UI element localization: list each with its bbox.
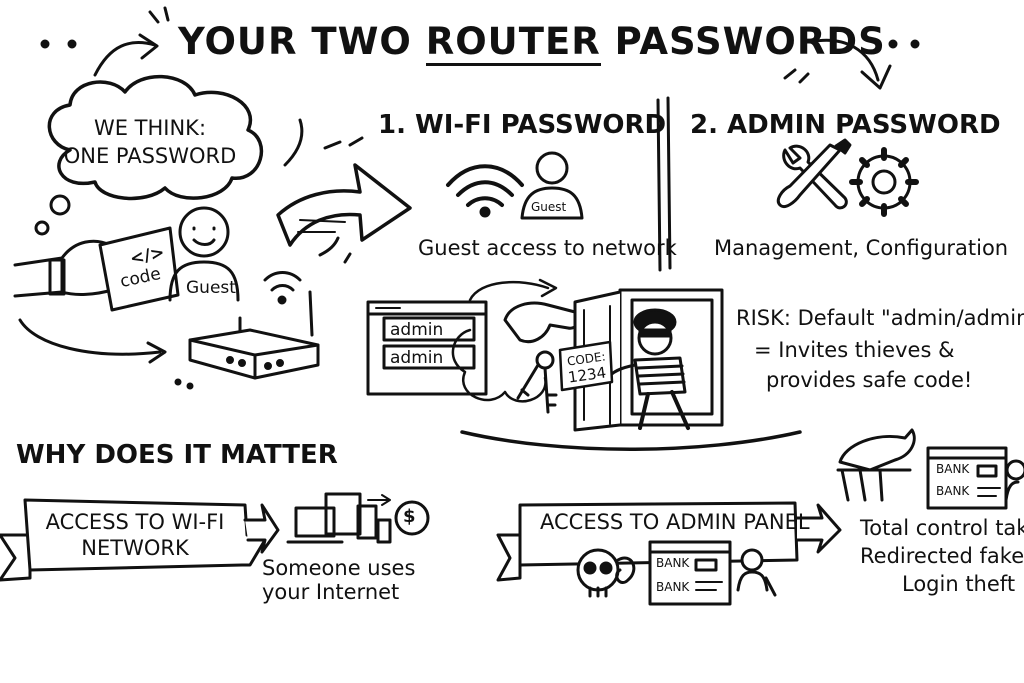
left-scene bbox=[13, 206, 320, 390]
title-decorations bbox=[40, 6, 920, 90]
admin-result-line-3: Login theft bbox=[902, 572, 1016, 596]
login-window-drawing bbox=[366, 278, 558, 403]
wifi-banner-line-1: ACCESS TO WI-FI bbox=[45, 510, 225, 534]
thought-line-2: ONE PASSWORD bbox=[63, 144, 237, 168]
safe-thief bbox=[460, 288, 802, 451]
right-bank-scene bbox=[836, 428, 1024, 510]
wifi-banner-line-2: NETWORK bbox=[81, 536, 189, 560]
bank-label-2: BANK bbox=[656, 580, 690, 594]
admin-result-line-2: Redirected fake pa bbox=[860, 544, 1024, 568]
title-before: YOUR TWO bbox=[178, 20, 426, 63]
big-arrow bbox=[276, 118, 412, 264]
tools-icons bbox=[776, 138, 919, 217]
risk-line-1: RISK: Default "admin/admin" bbox=[736, 306, 1024, 330]
bank-label-4: BANK bbox=[936, 484, 970, 498]
admin-panel-icons bbox=[576, 540, 777, 606]
bank-label-1: BANK bbox=[656, 556, 690, 570]
title-after: PASSWORDS bbox=[600, 20, 886, 63]
admin-caption: Management, Configuration bbox=[714, 236, 1009, 260]
login-username: admin bbox=[390, 320, 444, 340]
wifi-result-line-1: Someone uses bbox=[262, 556, 416, 580]
wifi-heading: 1. WI-FI PASSWORD bbox=[378, 110, 667, 140]
login-password: admin bbox=[390, 348, 444, 368]
admin-result-line-1: Total control taken bbox=[860, 516, 1024, 540]
dollar-icon: $ bbox=[403, 506, 416, 527]
thought-line-1: WE THINK: bbox=[93, 116, 207, 140]
title-underlined: ROUTER bbox=[425, 20, 601, 66]
wifi-caption: Guest access to network bbox=[418, 236, 677, 260]
admin-banner: ACCESS TO ADMIN PANEL bbox=[540, 510, 810, 534]
section-divider bbox=[656, 96, 672, 272]
guest-badge: Guest bbox=[531, 200, 567, 214]
bank-label-3: BANK bbox=[936, 462, 970, 476]
wifi-guest-icons bbox=[446, 151, 584, 220]
devices-icons bbox=[286, 492, 430, 544]
risk-line-2: = Invites thieves & bbox=[754, 338, 955, 362]
wifi-result-line-2: your Internet bbox=[262, 580, 400, 604]
admin-result: Total control taken Redirected fake pa L… bbox=[846, 512, 1024, 602]
why-heading: WHY DOES IT MATTER bbox=[16, 440, 338, 470]
page-title: YOUR TWO ROUTER PASSWORDS bbox=[178, 20, 886, 66]
risk-line-3: provides safe code! bbox=[766, 368, 973, 392]
guest-label: Guest bbox=[186, 278, 236, 298]
thought-cloud bbox=[34, 74, 264, 236]
admin-heading: 2. ADMIN PASSWORD bbox=[690, 110, 1001, 140]
